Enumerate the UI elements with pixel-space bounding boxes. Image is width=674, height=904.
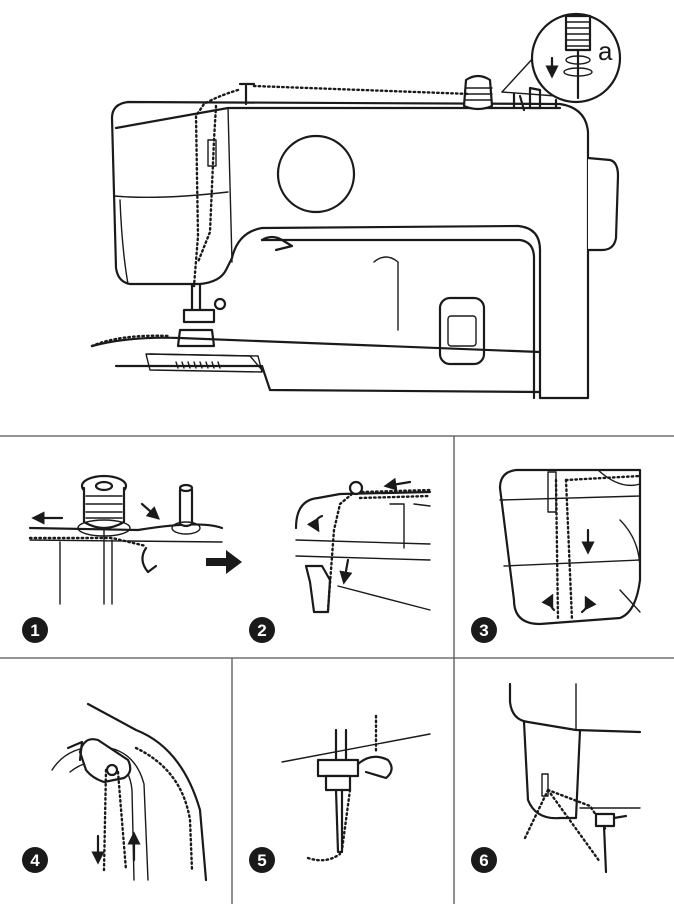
svg-text:5: 5 xyxy=(257,851,266,870)
panel-step-4 xyxy=(52,704,206,880)
step-5-badge: 5 xyxy=(249,847,275,873)
step-4-badge: 4 xyxy=(22,847,48,873)
step-6-badge: 6 xyxy=(471,847,497,873)
panel-step-1 xyxy=(30,476,242,604)
panel-step-3 xyxy=(500,470,640,624)
step-3-badge: 3 xyxy=(471,617,497,643)
svg-text:1: 1 xyxy=(30,621,39,640)
panel-step-2 xyxy=(296,482,430,612)
svg-text:6: 6 xyxy=(479,851,488,870)
spool-callout: a xyxy=(502,14,620,102)
step-2-badge: 2 xyxy=(249,617,275,643)
step-1-badge: 1 xyxy=(22,617,48,643)
callout-label: a xyxy=(598,36,613,66)
svg-text:4: 4 xyxy=(30,851,40,870)
svg-text:3: 3 xyxy=(479,621,488,640)
svg-text:2: 2 xyxy=(257,621,266,640)
panel-step-6 xyxy=(510,684,640,872)
sewing-machine-overview xyxy=(92,76,618,398)
panel-step-5 xyxy=(282,716,430,860)
